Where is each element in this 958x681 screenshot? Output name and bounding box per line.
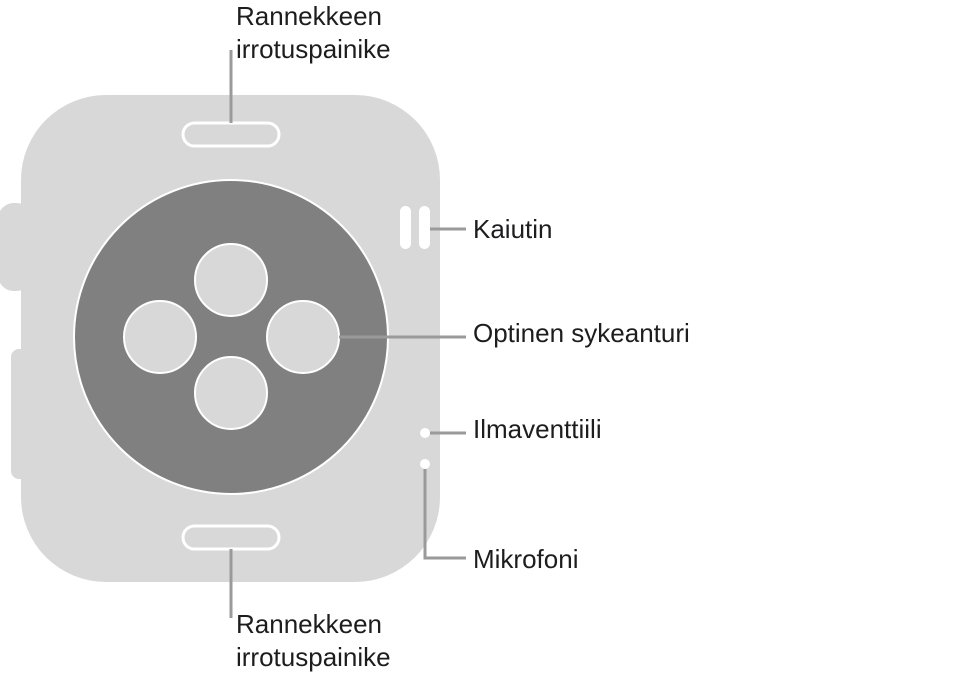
- band-release-button-bottom: [181, 524, 281, 551]
- sensor-lens-right: [266, 300, 340, 374]
- leader-line-microphone: [423, 469, 466, 560]
- microphone-label: Mikrofoni: [473, 544, 579, 574]
- speaker-slot-left: [400, 206, 411, 249]
- band-release-bottom-label-line2: irrotuspainike: [236, 642, 391, 672]
- microphone-dot: [420, 459, 430, 469]
- sensor-lens-left: [123, 300, 197, 374]
- band-release-bottom-label: Rannekkeen irrotuspainike: [236, 608, 391, 674]
- band-release-top-label: Rannekkeen irrotuspainike: [236, 0, 391, 66]
- speaker-label: Kaiutin: [473, 214, 553, 244]
- band-release-top-label-line2: irrotuspainike: [236, 34, 391, 64]
- band-release-top-label-line1: Rannekkeen: [236, 1, 382, 31]
- air-vent-label: Ilmaventtiili: [473, 414, 602, 444]
- sensor-lens-top: [194, 243, 268, 317]
- air-vent-dot: [420, 428, 430, 438]
- band-release-button-top: [181, 121, 281, 148]
- band-release-bottom-label-line1: Rannekkeen: [236, 609, 382, 639]
- speaker-slot-right: [419, 206, 430, 249]
- sensor-lens-bottom: [194, 356, 268, 430]
- heart-rate-sensor-label: Optinen sykeanturi: [473, 318, 690, 348]
